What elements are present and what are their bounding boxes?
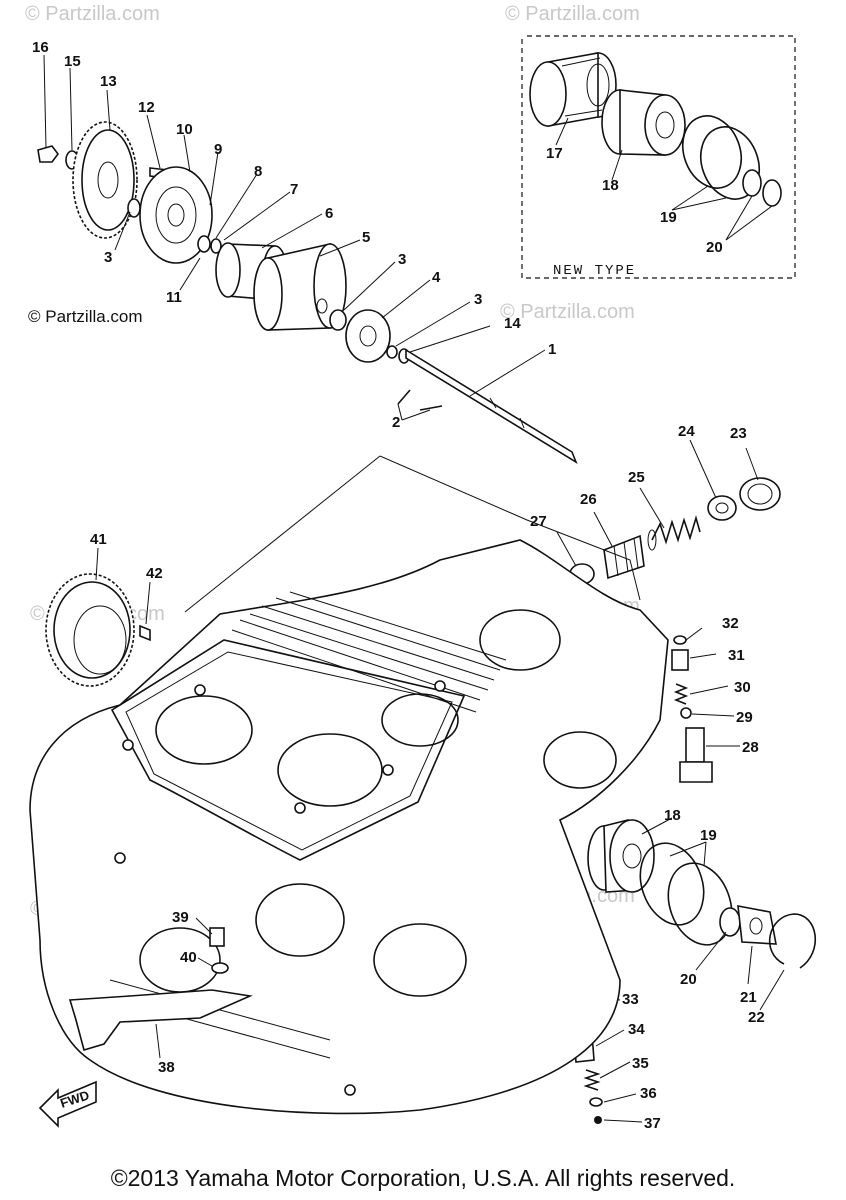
valve-26 [603, 534, 645, 580]
callout-37: 37 [644, 1115, 661, 1132]
callout-18-lower: 18 [664, 807, 681, 824]
watermark-side: © Partzilla.com [28, 307, 143, 326]
check-valve-parts [671, 627, 740, 783]
callout-3-mid: 3 [398, 251, 406, 268]
callout-15: 15 [64, 53, 81, 70]
callout-2: 2 [392, 414, 400, 431]
callout-24: 24 [678, 423, 695, 440]
callout-26: 26 [580, 491, 597, 508]
callout-39: 39 [172, 909, 189, 926]
plug-23 [739, 477, 781, 511]
callout-16: 16 [32, 39, 49, 56]
callout-23: 23 [730, 425, 747, 442]
callout-3-right: 3 [474, 291, 482, 308]
crankcase [29, 455, 669, 1115]
callout-1: 1 [548, 341, 556, 358]
callout-19-lower: 19 [700, 827, 717, 844]
callout-10: 10 [176, 121, 193, 138]
pump-assembly [37, 121, 578, 464]
gear-41 [45, 547, 151, 687]
new-type-box: NEW TYPE [521, 35, 796, 279]
callout-5: 5 [362, 229, 370, 246]
spring-25 [647, 515, 701, 551]
fwd-arrow: FWD [38, 1080, 97, 1128]
pump-body-10 [139, 166, 213, 264]
callout-9: 9 [214, 141, 222, 158]
oring-19b [700, 126, 760, 200]
callout-34: 34 [628, 1021, 645, 1038]
callout-41: 41 [90, 531, 107, 548]
pin-3-left [127, 198, 141, 218]
leader-lines-upper [43, 54, 773, 421]
rotor-4 [345, 309, 391, 363]
callout-30: 30 [734, 679, 751, 696]
callout-8: 8 [254, 163, 262, 180]
callout-11: 11 [166, 289, 182, 306]
copyright-footer: ©2013 Yamaha Motor Corporation, U.S.A. A… [111, 1165, 736, 1191]
cooling-fins [231, 591, 507, 713]
callout-4: 4 [432, 269, 441, 286]
callout-12: 12 [138, 99, 155, 116]
callout-13: 13 [100, 73, 117, 90]
callout-3-left: 3 [104, 249, 112, 266]
callout-38: 38 [158, 1059, 175, 1076]
callout-7: 7 [290, 181, 298, 198]
callout-14: 14 [504, 315, 521, 332]
callout-40: 40 [180, 949, 197, 966]
callout-18-new: 18 [602, 177, 619, 194]
callout-22: 22 [748, 1009, 765, 1026]
bracket-38 [68, 917, 253, 1059]
callout-42: 42 [146, 565, 163, 582]
part-18-new-type [601, 89, 686, 156]
callout-20-new: 20 [706, 239, 723, 256]
watermark-2: © Partzilla.com [505, 3, 640, 25]
callout-25: 25 [628, 469, 645, 486]
callout-19-new: 19 [660, 209, 677, 226]
callout-29: 29 [736, 709, 753, 726]
shaft-1 [405, 348, 578, 464]
callout-36: 36 [640, 1085, 657, 1102]
callout-35: 35 [632, 1055, 649, 1072]
lower-right-parts [587, 817, 816, 1011]
callout-31: 31 [728, 647, 745, 664]
callout-21: 21 [740, 989, 757, 1006]
washer-20a [742, 169, 762, 197]
watermark-3: © Partzilla.com [500, 301, 635, 323]
callout-20-lower: 20 [680, 971, 697, 988]
callout-6: 6 [325, 205, 333, 222]
callout-32: 32 [722, 615, 739, 632]
callout-17: 17 [546, 145, 563, 162]
washer-20b [762, 179, 782, 207]
callout-labels: 1 2 3 3 3 4 5 6 7 8 9 10 11 12 13 14 15 … [32, 39, 765, 1132]
callout-27: 27 [530, 513, 547, 530]
relief-valve-parts [556, 439, 781, 585]
washer-24 [707, 495, 737, 521]
oring-19a [682, 115, 742, 189]
nut-16 [37, 145, 59, 163]
callout-28: 28 [742, 739, 759, 756]
watermark-1: © Partzilla.com [25, 3, 160, 25]
callout-33: 33 [622, 991, 639, 1008]
new-type-label: NEW TYPE [553, 263, 636, 279]
